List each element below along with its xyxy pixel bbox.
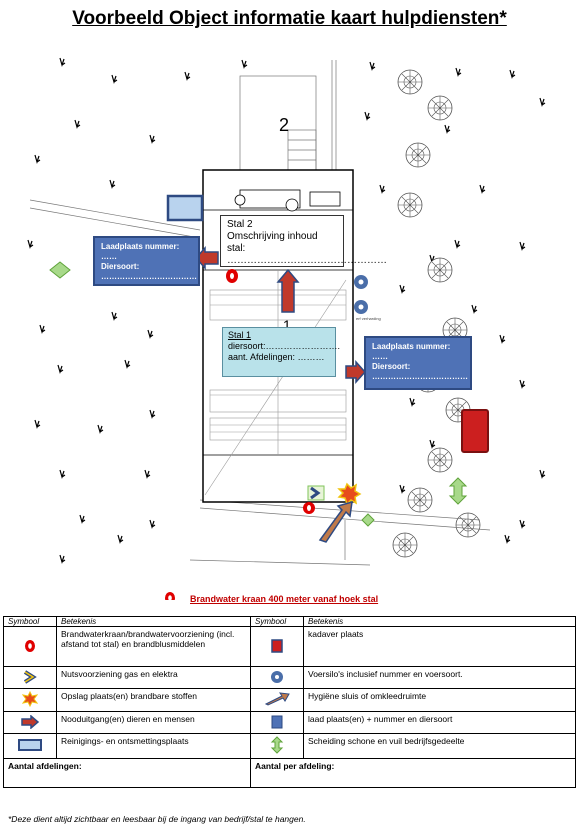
loading-place-number-label: Laadplaats nummer: ……: [101, 242, 180, 261]
legend-row: Brandwaterkraan/brandwatervoorziening (i…: [3, 626, 576, 667]
loading-place-number-label: Laadplaats nummer: ……: [372, 342, 451, 361]
legend-text: Scheiding schone en vuil bedrijfsgedeelt…: [303, 733, 576, 759]
loading-place-box-right: Laadplaats nummer: …… Diersoort: ……………………: [364, 336, 472, 390]
legend-row: Nutsvoorziening gas en elektra Voersilo'…: [3, 666, 576, 689]
stal1-sections: aant. Afdelingen: ………: [228, 352, 325, 362]
legend-text: Nutsvoorziening gas en elektra: [56, 666, 251, 689]
trees: [392, 69, 481, 558]
utility-chevron-mark: [307, 485, 325, 501]
legend-text: Brandwaterkraan/brandwatervoorziening (i…: [56, 626, 251, 667]
loading-place-blank: ………………………………: [372, 372, 468, 381]
legend-footer-row: Aantal afdelingen: Aantal per afdeling:: [3, 758, 576, 788]
legend-text: Opslag plaats(en) brandbare stoffen: [56, 688, 251, 712]
carcass-place-icon: [250, 626, 304, 667]
fire-hydrant-icon: [3, 626, 57, 667]
carcass-place-mark: [461, 409, 489, 453]
loading-place-blank: ………………………………: [101, 272, 197, 281]
site-map: 2 erf verharding 1: [27, 57, 546, 600]
legend-text: Voersilo's inclusief nummer en voersoort…: [303, 666, 576, 689]
footnote: *Deze dient altijd zichtbaar en leesbaar…: [8, 814, 306, 824]
legend-row: Nooduitgang(en) dieren en mensen laad pl…: [3, 711, 576, 734]
legend-header-row: Symbool Betekenis Symbool Betekenis: [3, 616, 576, 627]
loading-place-species-label: Diersoort:: [372, 362, 411, 371]
legend-text: Reinigings- en ontsmettingsplaats: [56, 733, 251, 759]
stal2-number: 2: [279, 115, 289, 135]
clean-dirty-divider-icon: [250, 733, 304, 759]
loading-place-species-label: Diersoort:: [101, 262, 140, 271]
stal2-heading: Stal 2: [227, 219, 253, 230]
stal2-info-box: Stal 2 Omschrijving inhoud stal: ……………………: [220, 215, 387, 267]
stal2-description-blank: …………………………………………: [227, 255, 387, 266]
flammable-storage-mark: [337, 482, 362, 506]
stal1-info-box: Stal 1 diersoort:……………………. aant. Afdelin…: [222, 327, 341, 377]
emergency-exit-arrow-icon: [3, 711, 57, 734]
loading-place-box-left: Laadplaats nummer: …… Diersoort: ……………………: [93, 236, 200, 286]
stal1-heading: Stal 1: [228, 330, 252, 340]
stal2-description-label: Omschrijving inhoud stal:: [227, 231, 318, 254]
utility-chevron-icon: [3, 666, 57, 689]
count-per-section-label: Aantal per afdeling:: [250, 758, 576, 788]
legend-header-meaning: Betekenis: [56, 616, 251, 627]
fire-hydrant-marks: [226, 269, 315, 514]
emergency-exit-arrows: [194, 246, 367, 384]
page-title: Voorbeeld Object informatie kaart hulpdi…: [72, 8, 507, 29]
legend-text: Hygiëne sluis of omkleedruimte: [303, 688, 576, 712]
legend-text: laad plaats(en) + nummer en diersoort: [303, 711, 576, 734]
legend-row: Opslag plaats(en) brandbare stoffen Hygi…: [3, 688, 576, 712]
hygiene-sluice-mark: [318, 500, 353, 543]
silo-icon: [250, 666, 304, 689]
cleaning-place-icon: [3, 733, 57, 759]
legend-text: kadaver plaats: [303, 626, 576, 667]
hydrant-caption: Brandwater kraan 400 meter vanaf hoek st…: [190, 594, 379, 604]
legend-text: Nooduitgang(en) dieren en mensen: [56, 711, 251, 734]
site-lines: [29, 60, 491, 566]
loading-place-icon: [250, 711, 304, 734]
silo-marks: [354, 275, 368, 314]
legend-table: Symbool Betekenis Symbool Betekenis Bran…: [3, 616, 576, 788]
legend-header-symbol: Symbool: [3, 616, 57, 627]
legend-row: Reinigings- en ontsmettingsplaats Scheid…: [3, 733, 576, 759]
svg-text:erf verharding: erf verharding: [356, 316, 381, 321]
stal1-species: diersoort:…………………….: [228, 341, 341, 351]
total-sections-label: Aantal afdelingen:: [3, 758, 251, 788]
legend-header-meaning: Betekenis: [303, 616, 576, 627]
clean-dirty-divider-marks: [49, 261, 468, 527]
cleaning-place-icon: [166, 194, 204, 222]
stal1-number: 1: [283, 317, 291, 333]
hygiene-sluice-arrow-icon: [250, 688, 304, 712]
legend-header-symbol: Symbool: [250, 616, 304, 627]
flammable-storage-icon: [3, 688, 57, 712]
